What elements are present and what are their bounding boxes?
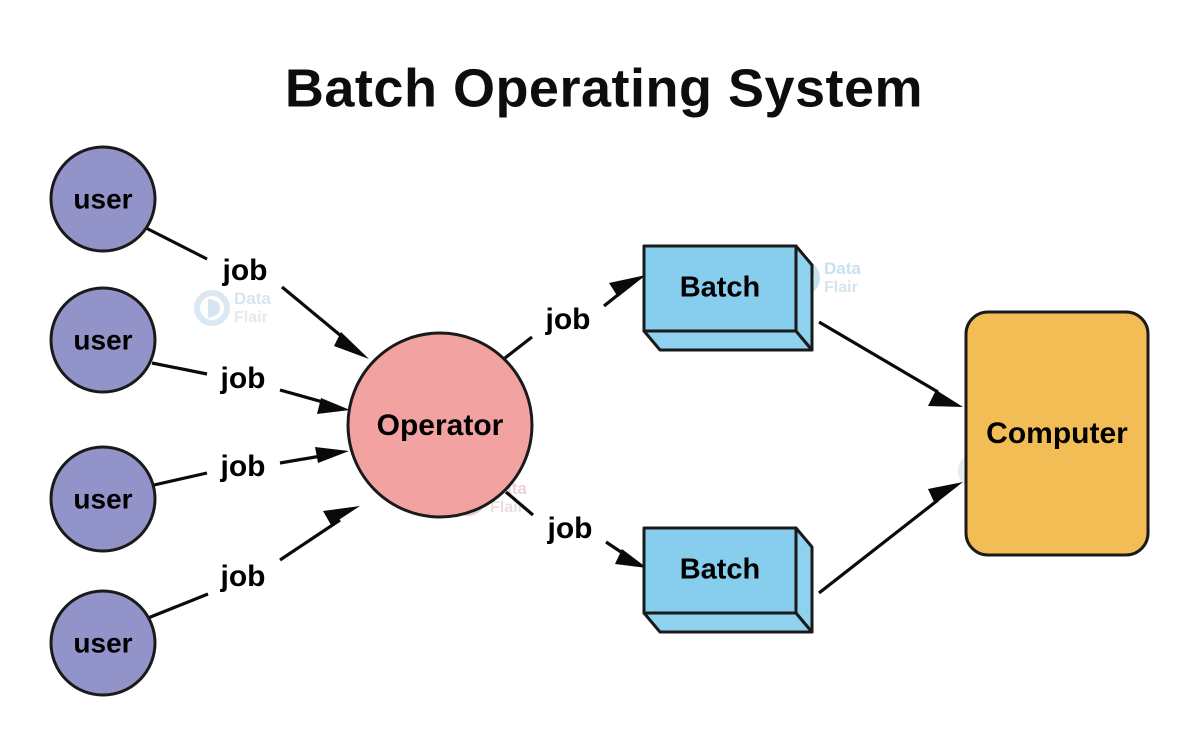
edge-label-job: job	[547, 512, 593, 545]
node-user-1[interactable]: user	[49, 145, 157, 253]
edge-label-job: job	[222, 254, 268, 287]
edge-user2-operator: job	[151, 361, 350, 414]
edge-batch-top-computer	[818, 320, 963, 407]
computer-box[interactable]	[964, 310, 1150, 557]
arrow-head	[323, 506, 360, 525]
edge-operator-batch-bottom: job	[504, 490, 647, 568]
user-circle[interactable]	[49, 145, 157, 253]
batch-label: Batch	[680, 272, 761, 304]
edge-label-job: job	[545, 303, 591, 336]
watermark-line2: Flair	[824, 279, 858, 296]
edge-batch-bottom-computer	[818, 482, 963, 595]
user-circle[interactable]	[49, 445, 157, 553]
arrow-head	[334, 332, 369, 359]
watermark-line2: Flair	[490, 499, 524, 516]
edge-label-job: job	[220, 560, 266, 593]
batch-front-face[interactable]	[642, 244, 798, 333]
user-label: user	[73, 324, 132, 355]
user-label: user	[73, 627, 132, 658]
edge-line-segment-a	[151, 361, 208, 376]
watermark-line2: Flair	[234, 309, 268, 326]
edge-line-segment-a	[504, 335, 533, 360]
edge-line-segment-a	[147, 592, 209, 620]
arrow-head	[315, 447, 349, 463]
node-operator[interactable]: Operator	[346, 331, 534, 519]
user-label: user	[73, 183, 132, 214]
batch-bottom-face	[642, 611, 814, 634]
node-user-3[interactable]: user	[49, 445, 157, 553]
batch-front-face[interactable]	[642, 526, 798, 615]
node-user-2[interactable]: user	[49, 286, 157, 394]
user-circle[interactable]	[49, 286, 157, 394]
edge-line-segment-a	[145, 226, 208, 261]
watermark-line1: Data	[234, 289, 271, 308]
arrow-head	[317, 398, 350, 414]
batch-label: Batch	[680, 554, 761, 586]
edge-user3-operator: job	[153, 447, 349, 487]
arrow-head	[928, 390, 963, 407]
node-user-4[interactable]: user	[49, 589, 157, 697]
computer-label: Computer	[986, 417, 1128, 450]
arrow-head	[609, 275, 646, 297]
node-batch-bottom[interactable]: Batch	[642, 526, 814, 634]
edge-label-job: job	[220, 362, 266, 395]
batch-side-face	[794, 526, 814, 634]
edge-user1-operator: job	[145, 226, 369, 359]
edge-user4-operator: job	[147, 506, 360, 620]
edge-operator-batch-top: job	[504, 275, 646, 360]
node-batch-top[interactable]: Batch	[642, 244, 814, 352]
edge-label-job: job	[220, 450, 266, 483]
edge-line-segment-b	[279, 518, 341, 562]
node-computer[interactable]: Computer	[964, 310, 1150, 557]
user-label: user	[73, 483, 132, 514]
operator-circle[interactable]	[346, 331, 534, 519]
batch-bottom-face	[642, 329, 814, 352]
watermark-1: Data Flair	[194, 289, 271, 326]
edge-line	[818, 498, 939, 595]
user-circle[interactable]	[49, 589, 157, 697]
dataflair-logo-icon	[194, 290, 230, 326]
arrow-head	[928, 482, 963, 504]
dataflair-logo-d-icon	[208, 299, 220, 318]
operator-label: Operator	[377, 409, 504, 442]
edge-line	[818, 320, 939, 394]
edge-line-segment-a	[153, 471, 208, 487]
watermark-line1: Data	[824, 259, 861, 278]
arrow-head	[615, 549, 647, 568]
edge-line-segment-a	[504, 490, 535, 517]
page-title: Batch Operating System	[285, 58, 923, 118]
